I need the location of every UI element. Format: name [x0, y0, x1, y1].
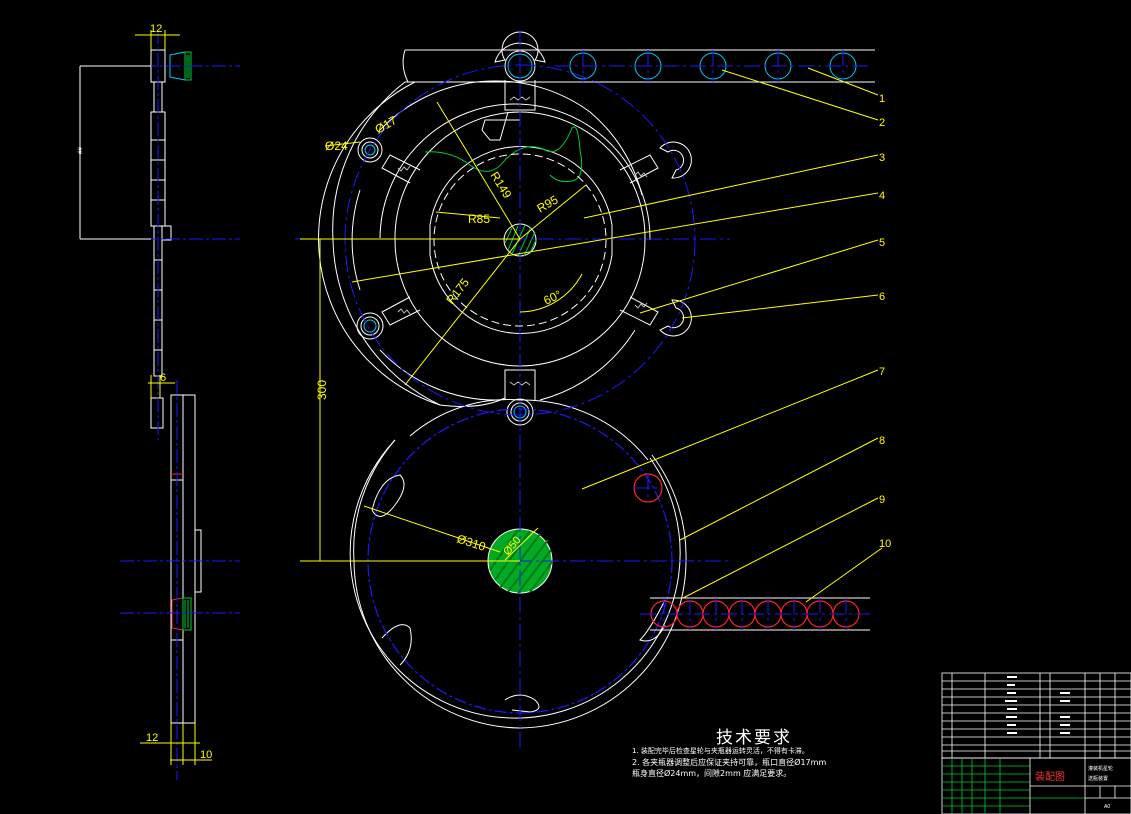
part-label-2: 2 — [879, 117, 885, 129]
title-block-name-line-2: 送瓶装置 — [1088, 776, 1109, 782]
part-label-8: 8 — [879, 435, 885, 447]
tech-requirements-line-2: 2. 各夹瓶器调整后应保证夹持可靠，瓶口直径Ø17mm — [632, 758, 827, 767]
break-line — [424, 126, 583, 183]
tech-requirements-line-1: 1. 装配完毕后检查星轮与夹瓶器运转灵活，不得有卡滞。 — [632, 747, 809, 755]
dim-side-6: 6 — [160, 372, 166, 384]
part-label-3: 3 — [879, 152, 885, 164]
dim-d310: Ø310 — [455, 532, 488, 554]
bottom-conveyor — [650, 597, 870, 631]
part-numbers: 1 2 3 4 5 6 7 8 9 10 — [879, 93, 891, 550]
tech-requirements-title: 技术要求 — [716, 728, 792, 748]
dim-center-distance: 300 — [315, 380, 329, 400]
part-label-6: 6 — [879, 291, 885, 303]
main-centerlines — [295, 30, 870, 748]
title-block-sheet-size: A0 — [1104, 804, 1111, 810]
parts-list — [941, 672, 1131, 759]
dim-angle-60: 60° — [541, 287, 564, 307]
part-label-7: 7 — [879, 366, 885, 378]
parts-list-text — [1005, 676, 1070, 734]
dim-side-vertical: ## — [78, 147, 84, 154]
title-block-drawing-name: 装配图 — [1035, 772, 1065, 783]
dim-r95: R95 — [535, 192, 561, 215]
top-conveyor — [402, 49, 875, 83]
side-view-centerlines — [120, 30, 240, 780]
lower-wheel — [349, 399, 687, 729]
gripper-springs — [397, 96, 648, 386]
dim-d24: Ø24 — [325, 139, 348, 153]
dim-side-10: 10 — [200, 749, 212, 761]
part-label-5: 5 — [879, 237, 885, 249]
part-label-4: 4 — [879, 190, 885, 202]
leader-lines — [351, 67, 883, 603]
dim-r149: R149 — [487, 169, 514, 201]
tech-requirements-line-3: 瓶身直径Ø24mm，间隙2mm 应满足要求。 — [632, 769, 792, 778]
pitch-circle-r85 — [433, 153, 607, 327]
dim-side-top: 12 — [150, 23, 162, 35]
title-block — [941, 757, 1131, 814]
dim-r175: R175 — [443, 275, 472, 306]
part-label-9: 9 — [879, 494, 885, 506]
side-view-dimensions — [79, 30, 212, 765]
dim-side-bottom: 12 — [146, 732, 158, 744]
part-label-10: 10 — [879, 538, 891, 550]
part-label-1: 1 — [879, 93, 885, 105]
title-block-name-line-1: 灌装机星轮 — [1088, 766, 1114, 772]
dim-r85: R85 — [468, 212, 490, 226]
main-dimensions — [300, 101, 587, 562]
upper-star-wheel — [318, 31, 692, 426]
